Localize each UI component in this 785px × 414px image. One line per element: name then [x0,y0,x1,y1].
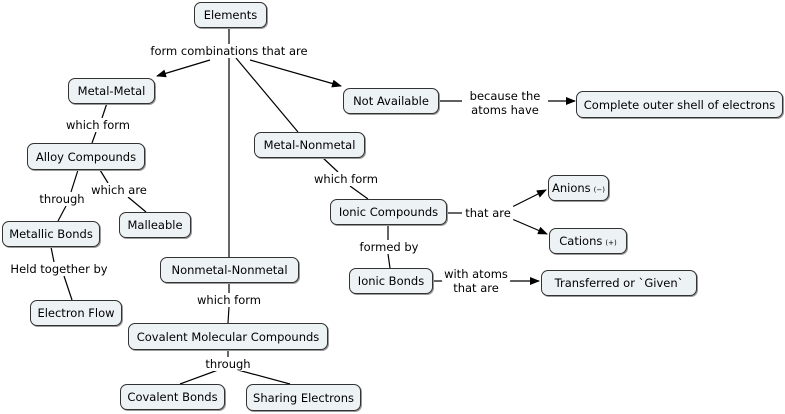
node-cations[interactable]: Cations(+) [549,228,627,254]
link-formed-by: formed by [357,240,421,254]
line-connector [99,169,109,184]
link-which-form-covalent: which form [195,293,263,307]
node-nonmetal-nonmetal[interactable]: Nonmetal-Nonmetal [160,257,299,283]
line-connector [63,275,73,301]
line-connector [91,131,97,144]
line-connector [321,156,339,173]
line-connector [179,369,219,385]
node-covalent-bonds[interactable]: Covalent Bonds [120,384,225,410]
node-metal-metal[interactable]: Metal-Metal [68,78,155,104]
negative-charge: (−) [593,186,605,194]
link-line: with atoms [444,267,508,281]
node-complete-outer-shell[interactable]: Complete outer shell of electrons [576,91,783,118]
line-connector [349,185,369,200]
node-ionic-compounds[interactable]: Ionic Compounds [330,199,447,225]
link-line: atoms have [471,103,539,117]
link-line: that are [453,281,499,295]
cations-label: Cations [559,234,603,248]
link-form-combinations: form combinations that are [148,44,310,58]
node-not-available[interactable]: Not Available [343,88,439,114]
node-ionic-bonds[interactable]: Ionic Bonds [349,268,433,294]
node-metallic-bonds[interactable]: Metallic Bonds [2,221,100,247]
line-connector [235,57,299,133]
node-alloy-compounds[interactable]: Alloy Compounds [27,143,145,170]
node-anions[interactable]: Anions(−) [548,175,609,201]
node-metal-nonmetal[interactable]: Metal-Nonmetal [254,132,365,158]
line-connector [227,306,230,324]
node-malleable[interactable]: Malleable [119,212,191,238]
line-connector [237,369,291,385]
line-connector [387,253,391,269]
link-which-are: which are [89,183,149,197]
arrow-connector [511,218,548,235]
line-connector [127,196,147,213]
node-elements[interactable]: Elements [194,2,267,28]
node-electron-flow[interactable]: Electron Flow [30,300,122,326]
line-connector [70,169,79,193]
link-through-covalent: through [203,357,253,371]
node-transferred-or-given[interactable]: Transferred or `Given` [541,270,697,296]
line-connector [50,246,55,263]
node-covalent-molecular-compounds[interactable]: Covalent Molecular Compounds [128,323,328,350]
arrow-connector [511,189,547,208]
arrow-connector [156,59,211,78]
link-which-form-alloy: which form [64,118,132,132]
arrow-connector [249,59,342,88]
link-that-are: that are [463,206,513,220]
line-connector [57,205,67,222]
link-which-form-ionic: which form [312,172,380,186]
link-held-together-by: Held together by [8,262,110,276]
link-through-metallic: through [37,192,87,206]
link-line: because the [469,89,541,103]
node-sharing-electrons[interactable]: Sharing Electrons [246,384,361,411]
anions-label: Anions [552,181,591,195]
positive-charge: (+) [605,239,617,247]
line-connector [101,102,108,119]
